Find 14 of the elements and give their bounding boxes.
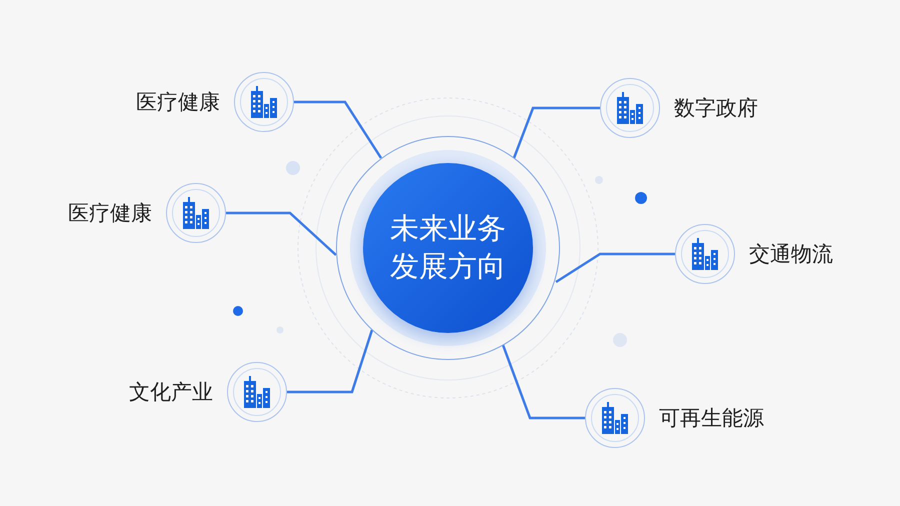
topic-label: 文化产业 [129,379,213,406]
connector-line [294,100,382,159]
connector-line [502,344,585,420]
connector-line [287,330,374,394]
center-title: 未来业务发展方向 [389,210,507,285]
connector-line [555,252,675,284]
topic-label: 可再生能源 [659,405,764,432]
topic-label: 医疗健康 [136,89,220,116]
connector-line [226,212,337,256]
topic-label: 数字政府 [674,95,758,122]
center-circle [336,136,560,360]
topic-label: 医疗健康 [68,200,152,227]
connector-line [512,106,600,158]
topic-label: 交通物流 [749,241,833,268]
